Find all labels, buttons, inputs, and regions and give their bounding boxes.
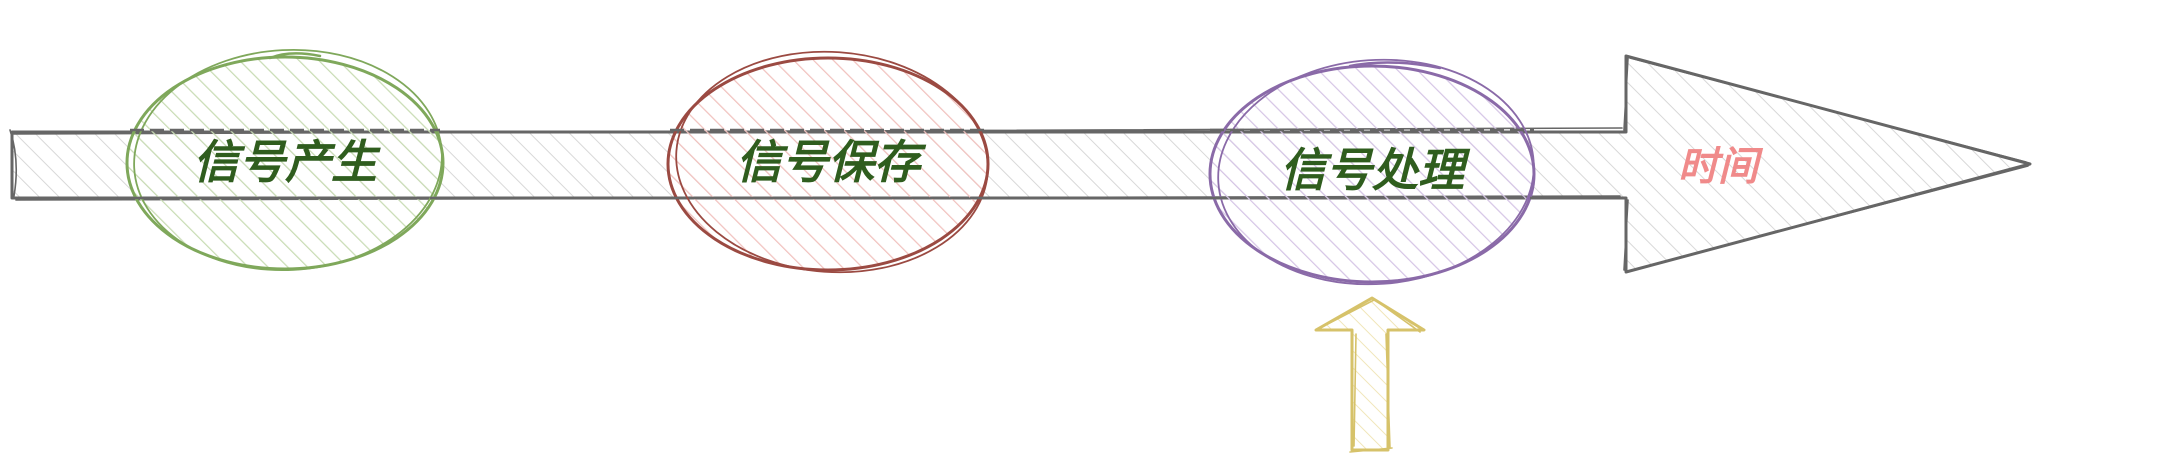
time-axis-label: 时间 <box>1678 144 1764 190</box>
stage-label-signal-generation: 信号产生 <box>193 135 381 189</box>
stage-ellipse-signal-generation <box>125 48 445 272</box>
up-arrow-icon <box>1314 296 1426 453</box>
stage-ellipse-signal-processing <box>1208 58 1536 286</box>
stage-label-signal-processing: 信号处理 <box>1280 143 1471 197</box>
stage-label-signal-storage: 信号保存 <box>736 135 927 189</box>
stage-ellipse-signal-storage <box>666 50 990 274</box>
